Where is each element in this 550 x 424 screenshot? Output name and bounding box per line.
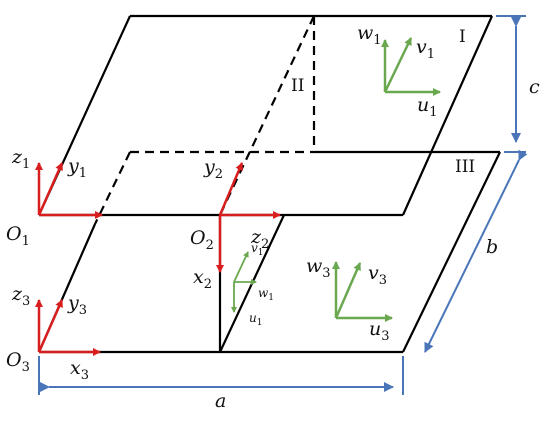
y1-axis-arrow (37, 162, 64, 216)
dimension-lines (38, 15, 528, 395)
axis-label-y2: y2 (203, 156, 223, 182)
origin-label-o3: O3 (6, 349, 30, 375)
y2-axis-arrow (218, 162, 244, 216)
small-v1-axis-arrow (233, 251, 249, 283)
lower-plate-hidden-left-edge (94, 151, 131, 225)
axis-label-z2: z2 (250, 226, 269, 252)
axis-label-w3: w3 (306, 255, 331, 281)
local-axes (332, 37, 441, 322)
axis-label-y1: y1 (67, 155, 87, 181)
axis-label-z3: z3 (11, 283, 30, 309)
region-label-iii: III (455, 157, 475, 177)
axis-label-z1: z1 (11, 146, 30, 172)
axis-label-small-w1: w1 (258, 286, 274, 303)
axis-label-w1: w1 (357, 22, 382, 48)
lower-plate (37, 150, 501, 354)
dimension-label-a: a (215, 390, 226, 412)
hidden-diagonal-edge (219, 15, 315, 216)
origin-label-o1: O1 (6, 223, 30, 249)
dim-b-line (424, 149, 528, 353)
region-label-i: I (459, 27, 466, 47)
axis-label-u3: u3 (369, 318, 390, 344)
axis-label-v3: v3 (368, 262, 387, 288)
axis-label-small-v1: v1 (251, 241, 264, 258)
dimension-label-c: c (529, 76, 540, 98)
upper-plate-right-edge (401, 15, 494, 216)
small-local-axes (231, 251, 257, 313)
y3-axis-arrow (37, 299, 64, 353)
axis-label-x3: x3 (70, 357, 89, 383)
global-axes (35, 162, 281, 356)
v1-axis-arrow (383, 37, 413, 93)
axis-label-v1: v1 (416, 36, 435, 62)
dimension-label-b: b (486, 236, 498, 258)
region-label-ii: II (291, 76, 304, 96)
axis-label-small-u1: u1 (249, 311, 262, 328)
axis-label-u1: u1 (417, 94, 438, 120)
axis-label-y3: y3 (67, 292, 87, 318)
axis-label-x2: x2 (193, 266, 212, 292)
origin-label-o2: O2 (190, 227, 214, 253)
v3-axis-arrow (334, 262, 362, 319)
